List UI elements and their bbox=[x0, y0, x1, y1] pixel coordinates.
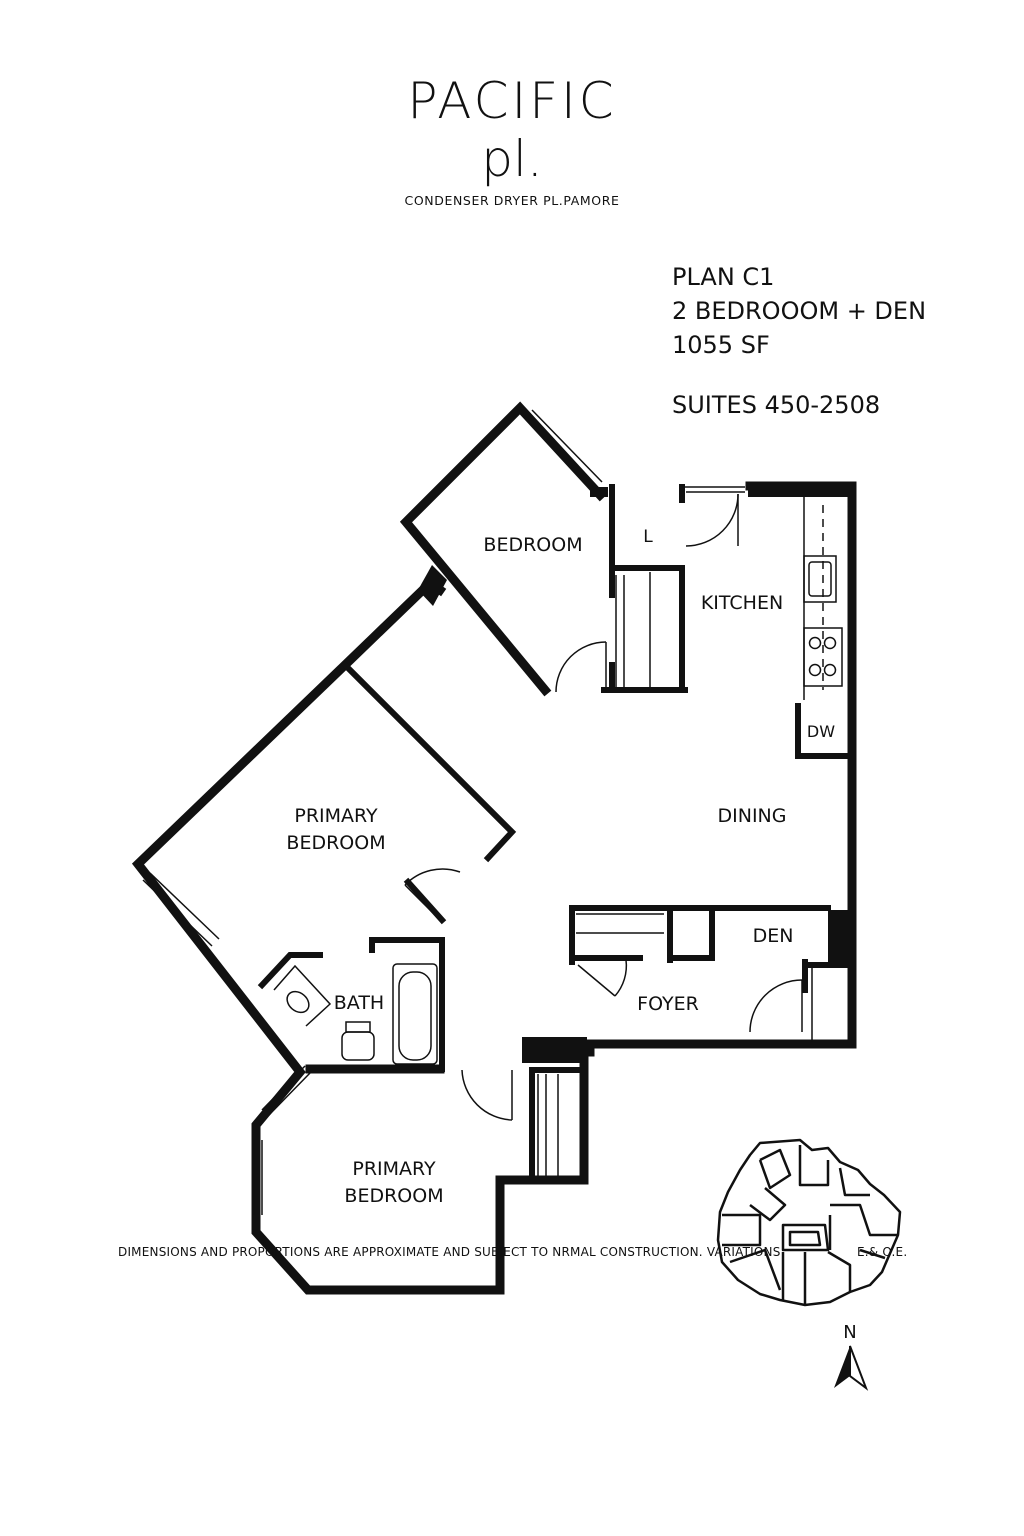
interior-walls bbox=[257, 484, 855, 1181]
brand-tagline: CONDENSER DRYER PL.PAMORE bbox=[404, 193, 620, 208]
room-label-primary-bedroom-2-line1: PRIMARY bbox=[352, 1158, 436, 1180]
brand-suffix: pl. bbox=[481, 130, 543, 188]
door-swings bbox=[404, 493, 803, 1121]
room-label-kitchen: KITCHEN bbox=[701, 592, 783, 614]
compass: N bbox=[834, 1322, 869, 1391]
room-label-laundry: L bbox=[643, 527, 653, 547]
room-label-bedroom: BEDROOM bbox=[483, 534, 582, 556]
compass-north-label: N bbox=[843, 1322, 856, 1343]
room-label-primary-bedroom-2-line2: BEDROOM bbox=[344, 1185, 443, 1207]
footer-disclaimer: DIMENSIONS AND PROPORTIONS ARE APPROXIMA… bbox=[118, 1245, 781, 1259]
room-label-primary-bedroom-1-line2: BEDROOM bbox=[286, 832, 385, 854]
plan-type: 2 BEDROOOM + DEN bbox=[672, 297, 927, 325]
room-label-primary-bedroom-1-line1: PRIMARY bbox=[294, 805, 378, 827]
plan-suites: SUITES 450-2508 bbox=[672, 391, 881, 419]
building-key-plan bbox=[716, 1138, 902, 1307]
room-label-bath: BATH bbox=[334, 992, 384, 1014]
plan-name: PLAN C1 bbox=[672, 263, 775, 291]
room-label-den: DEN bbox=[753, 925, 794, 947]
plan-area: 1055 SF bbox=[672, 331, 770, 359]
fixture-lines bbox=[273, 486, 843, 1176]
room-label-dishwasher: DW bbox=[807, 722, 835, 741]
room-label-dining: DINING bbox=[718, 805, 787, 827]
windows bbox=[142, 409, 603, 1215]
footer-eoe: E.& O.E. bbox=[857, 1245, 908, 1259]
wall-blocks bbox=[418, 482, 854, 1063]
brand-name: PACIFIC bbox=[407, 72, 617, 130]
room-label-foyer: FOYER bbox=[637, 993, 699, 1015]
